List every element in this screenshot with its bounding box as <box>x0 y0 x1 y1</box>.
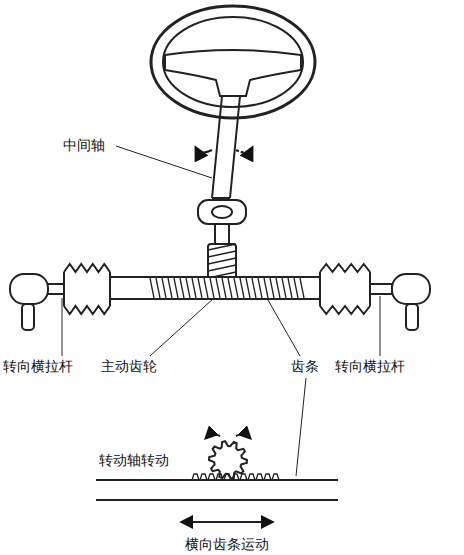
part-label: 转动轴转动 <box>98 452 170 468</box>
rotation-arrow <box>206 434 220 438</box>
tie-rod <box>370 284 392 294</box>
part-label: 横向齿条运动 <box>184 536 270 552</box>
pinion-shaft <box>215 224 229 244</box>
part-label: 转向横拉杆 <box>334 358 406 374</box>
pinion-gear-detail <box>209 441 247 479</box>
intermediate-shaft <box>212 96 240 198</box>
leader-lines <box>62 146 380 476</box>
steering-wheel <box>151 6 315 118</box>
bellows <box>320 306 370 314</box>
part-label: 主动齿轮 <box>100 358 158 374</box>
bellows <box>64 264 110 272</box>
rack-detail <box>96 480 338 500</box>
rotation-arrow <box>196 148 212 153</box>
steering-wheel-inner <box>163 17 303 107</box>
ball-stud <box>22 304 34 330</box>
bellows <box>64 306 110 314</box>
tie-rod-end <box>10 274 48 304</box>
wheel-hub <box>165 50 301 96</box>
rotation-arrow <box>236 148 252 153</box>
rack-housing <box>110 277 320 299</box>
ball-stud <box>406 304 418 330</box>
part-label: 中间轴 <box>62 137 106 153</box>
part-label: 转向横拉杆 <box>2 358 74 374</box>
coupling <box>198 200 246 224</box>
part-label: 齿条 <box>290 358 320 374</box>
double-arrow <box>182 521 272 523</box>
tie-rod-end <box>392 274 430 304</box>
bellows <box>320 264 370 272</box>
rotation-arrow <box>236 434 250 438</box>
